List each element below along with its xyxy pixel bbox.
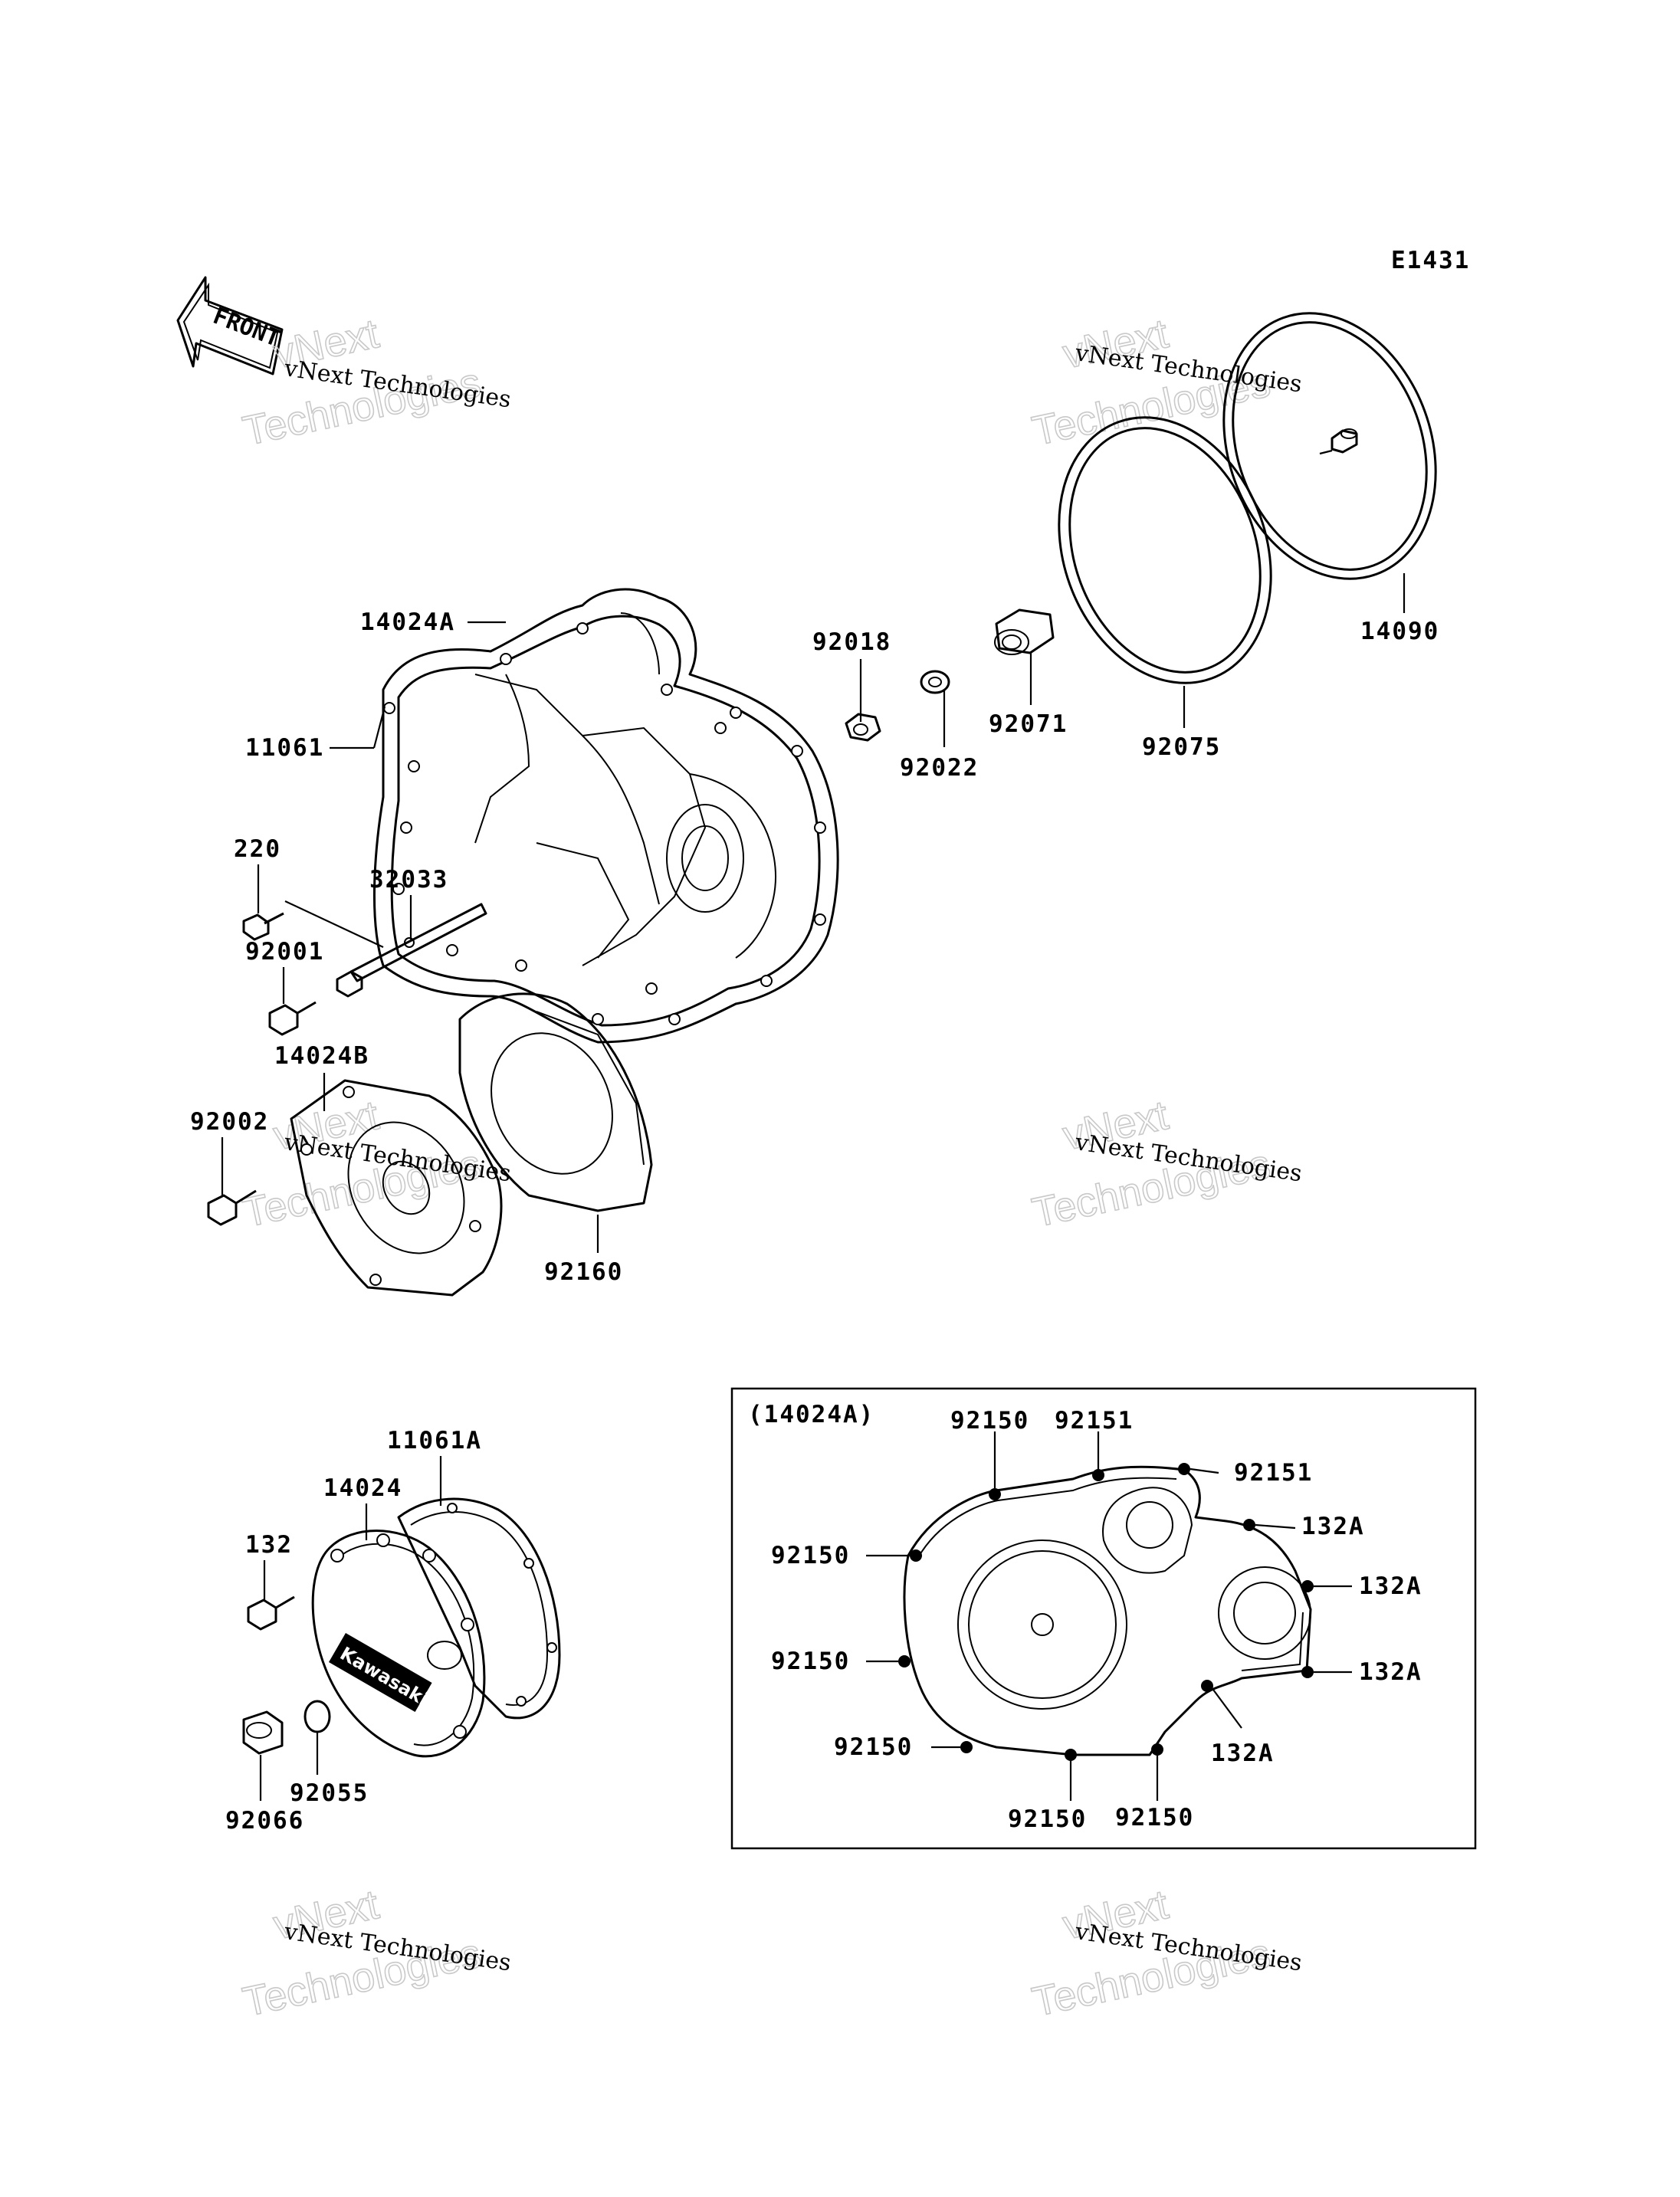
label-220: 220 (234, 835, 281, 863)
rod-32033 (336, 903, 487, 998)
gasket-11061A (397, 1497, 561, 1720)
inset-label-132A-3: 132A (1359, 1658, 1422, 1686)
inset-label-92150-l2: 92150 (771, 1648, 850, 1675)
leader-lines (221, 573, 1406, 1801)
label-92160: 92160 (544, 1258, 623, 1286)
inset-label-92150-l3: 92150 (834, 1733, 913, 1761)
label-92066: 92066 (225, 1807, 304, 1835)
inset-cover (903, 1465, 1312, 1756)
inset-label-92150-l1: 92150 (771, 1542, 850, 1569)
part-labels: 14024A 11061 220 32033 92001 14024B 9200… (190, 608, 1439, 1835)
inset-title: (14024A) (748, 1401, 874, 1428)
label-92055: 92055 (290, 1779, 369, 1807)
inset-label-92151-top: 92151 (1055, 1407, 1134, 1435)
watermark: vNext Technologies vNext Technologies vN… (238, 310, 1304, 2025)
diagram-code: E1431 (1391, 247, 1470, 274)
label-92018: 92018 (812, 628, 891, 656)
label-14090: 14090 (1360, 618, 1439, 645)
label-92001: 92001 (245, 938, 324, 966)
nut-92018 (845, 713, 881, 742)
inset-box (730, 1387, 1477, 1850)
inset-label-92150-b1: 92150 (1008, 1805, 1087, 1833)
label-92071: 92071 (989, 710, 1068, 738)
front-arrow-icon: FRONT (176, 276, 284, 375)
inset-label-92150-top: 92150 (950, 1407, 1029, 1435)
label-11061: 11061 (245, 734, 324, 762)
label-14024B: 14024B (274, 1042, 369, 1070)
label-92022: 92022 (900, 754, 979, 782)
plug-92066 (242, 1710, 284, 1755)
label-11061A: 11061A (387, 1427, 482, 1454)
washer-92022 (920, 670, 950, 694)
inset-label-92150-b2: 92150 (1115, 1804, 1194, 1831)
plug-92071 (994, 608, 1055, 655)
inset-label-132A-2: 132A (1359, 1572, 1422, 1600)
bolt-132 (247, 1595, 295, 1631)
label-92075: 92075 (1142, 733, 1221, 761)
label-132: 132 (245, 1531, 293, 1559)
label-32033: 32033 (369, 866, 448, 894)
oring-92055 (304, 1700, 331, 1733)
label-14024: 14024 (323, 1474, 402, 1502)
cover-14024B (290, 1079, 503, 1297)
gasket-ring-92075 (1058, 416, 1272, 684)
inset-label-132A-4: 132A (1211, 1740, 1275, 1767)
oring-14090 (1222, 312, 1437, 580)
clutch-cover-14024A (372, 588, 839, 1044)
inset-label-92151-right: 92151 (1234, 1459, 1313, 1487)
bolt-220 (242, 912, 284, 941)
inset-bolt-dots (898, 1463, 1314, 1761)
bolt-92001 (268, 1001, 317, 1036)
bolt-92002 (207, 1189, 257, 1226)
gasket-92160 (458, 992, 653, 1212)
label-14024A: 14024A (360, 608, 455, 636)
label-92002: 92002 (190, 1108, 269, 1136)
inset-label-132A-1: 132A (1301, 1513, 1365, 1540)
